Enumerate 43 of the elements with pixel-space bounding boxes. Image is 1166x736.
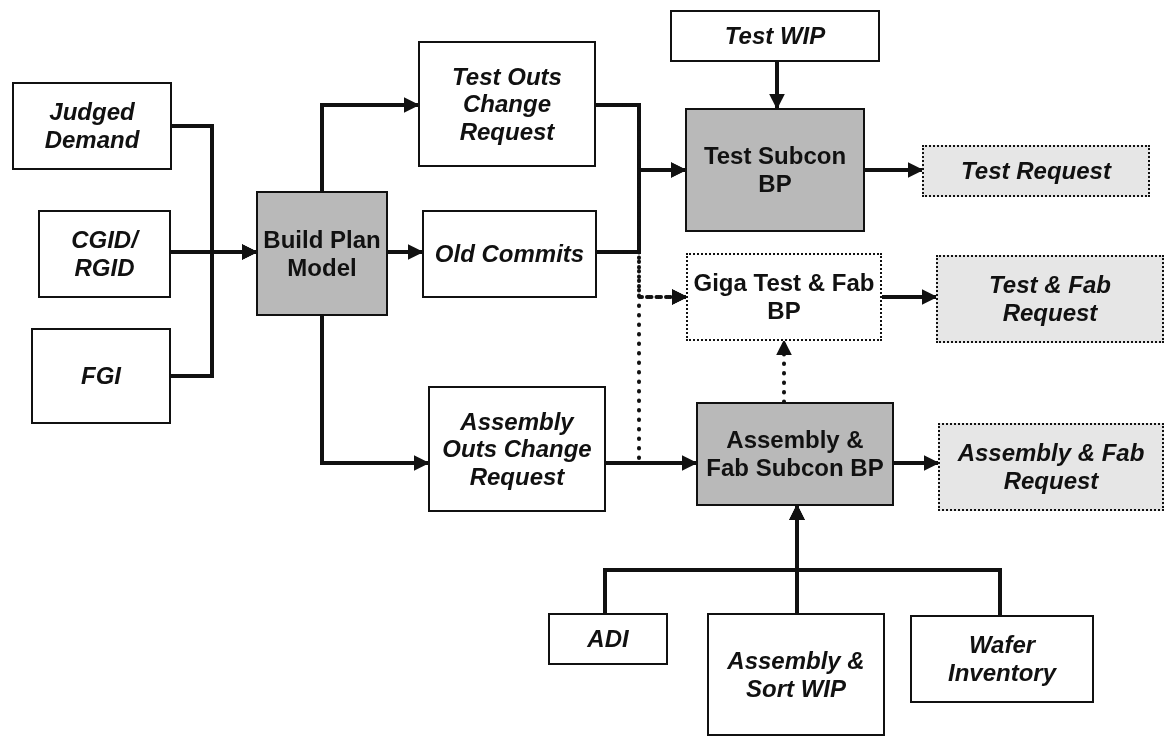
input-box [428, 386, 606, 512]
output-box [936, 255, 1164, 343]
box-label: Test Outs Change Request [451, 62, 563, 146]
box-label: Judged Demand [43, 98, 141, 154]
box-label: ADI [587, 625, 629, 653]
arrow [388, 244, 424, 260]
arrow [769, 62, 785, 110]
box-label: Test Subcon BP [702, 142, 848, 198]
input-box [418, 41, 596, 167]
input-box [12, 82, 172, 170]
box-label: Giga Test & Fab BP [692, 269, 876, 325]
arrow [894, 455, 940, 471]
box-label: Test Request [961, 157, 1111, 185]
input-box [38, 210, 171, 298]
box-label: FGI [81, 362, 121, 390]
box-label: Wafer Inventory [947, 631, 1058, 687]
box-label: Assembly Outs Change Request [441, 407, 593, 491]
arrow [320, 316, 430, 471]
output-box [938, 423, 1164, 511]
input-box [670, 10, 880, 62]
process-box [256, 191, 388, 316]
box-label: Old Commits [434, 240, 585, 268]
box-label: CGID/ RGID [70, 226, 141, 282]
process-box [696, 402, 894, 506]
box-label: Test WIP [724, 22, 826, 50]
arrow [865, 162, 924, 178]
box-label: Assembly & Fab Request [956, 439, 1146, 495]
input-box [910, 615, 1094, 703]
box-label: Assembly & Fab Subcon BP [705, 426, 885, 482]
box-label: Assembly & Sort WIP [726, 646, 866, 703]
arrow [882, 289, 938, 305]
box-label: Build Plan Model [262, 225, 382, 282]
box-label: Test & Fab Request [988, 271, 1112, 327]
output-box [922, 145, 1150, 197]
input-box [548, 613, 668, 665]
dotted-arrow [776, 339, 792, 404]
dotted-process-box [686, 253, 882, 341]
arrow [606, 455, 698, 471]
arrow [320, 97, 420, 191]
input-box [422, 210, 597, 298]
process-box [685, 108, 865, 232]
input-box [31, 328, 171, 424]
input-box [707, 613, 885, 736]
